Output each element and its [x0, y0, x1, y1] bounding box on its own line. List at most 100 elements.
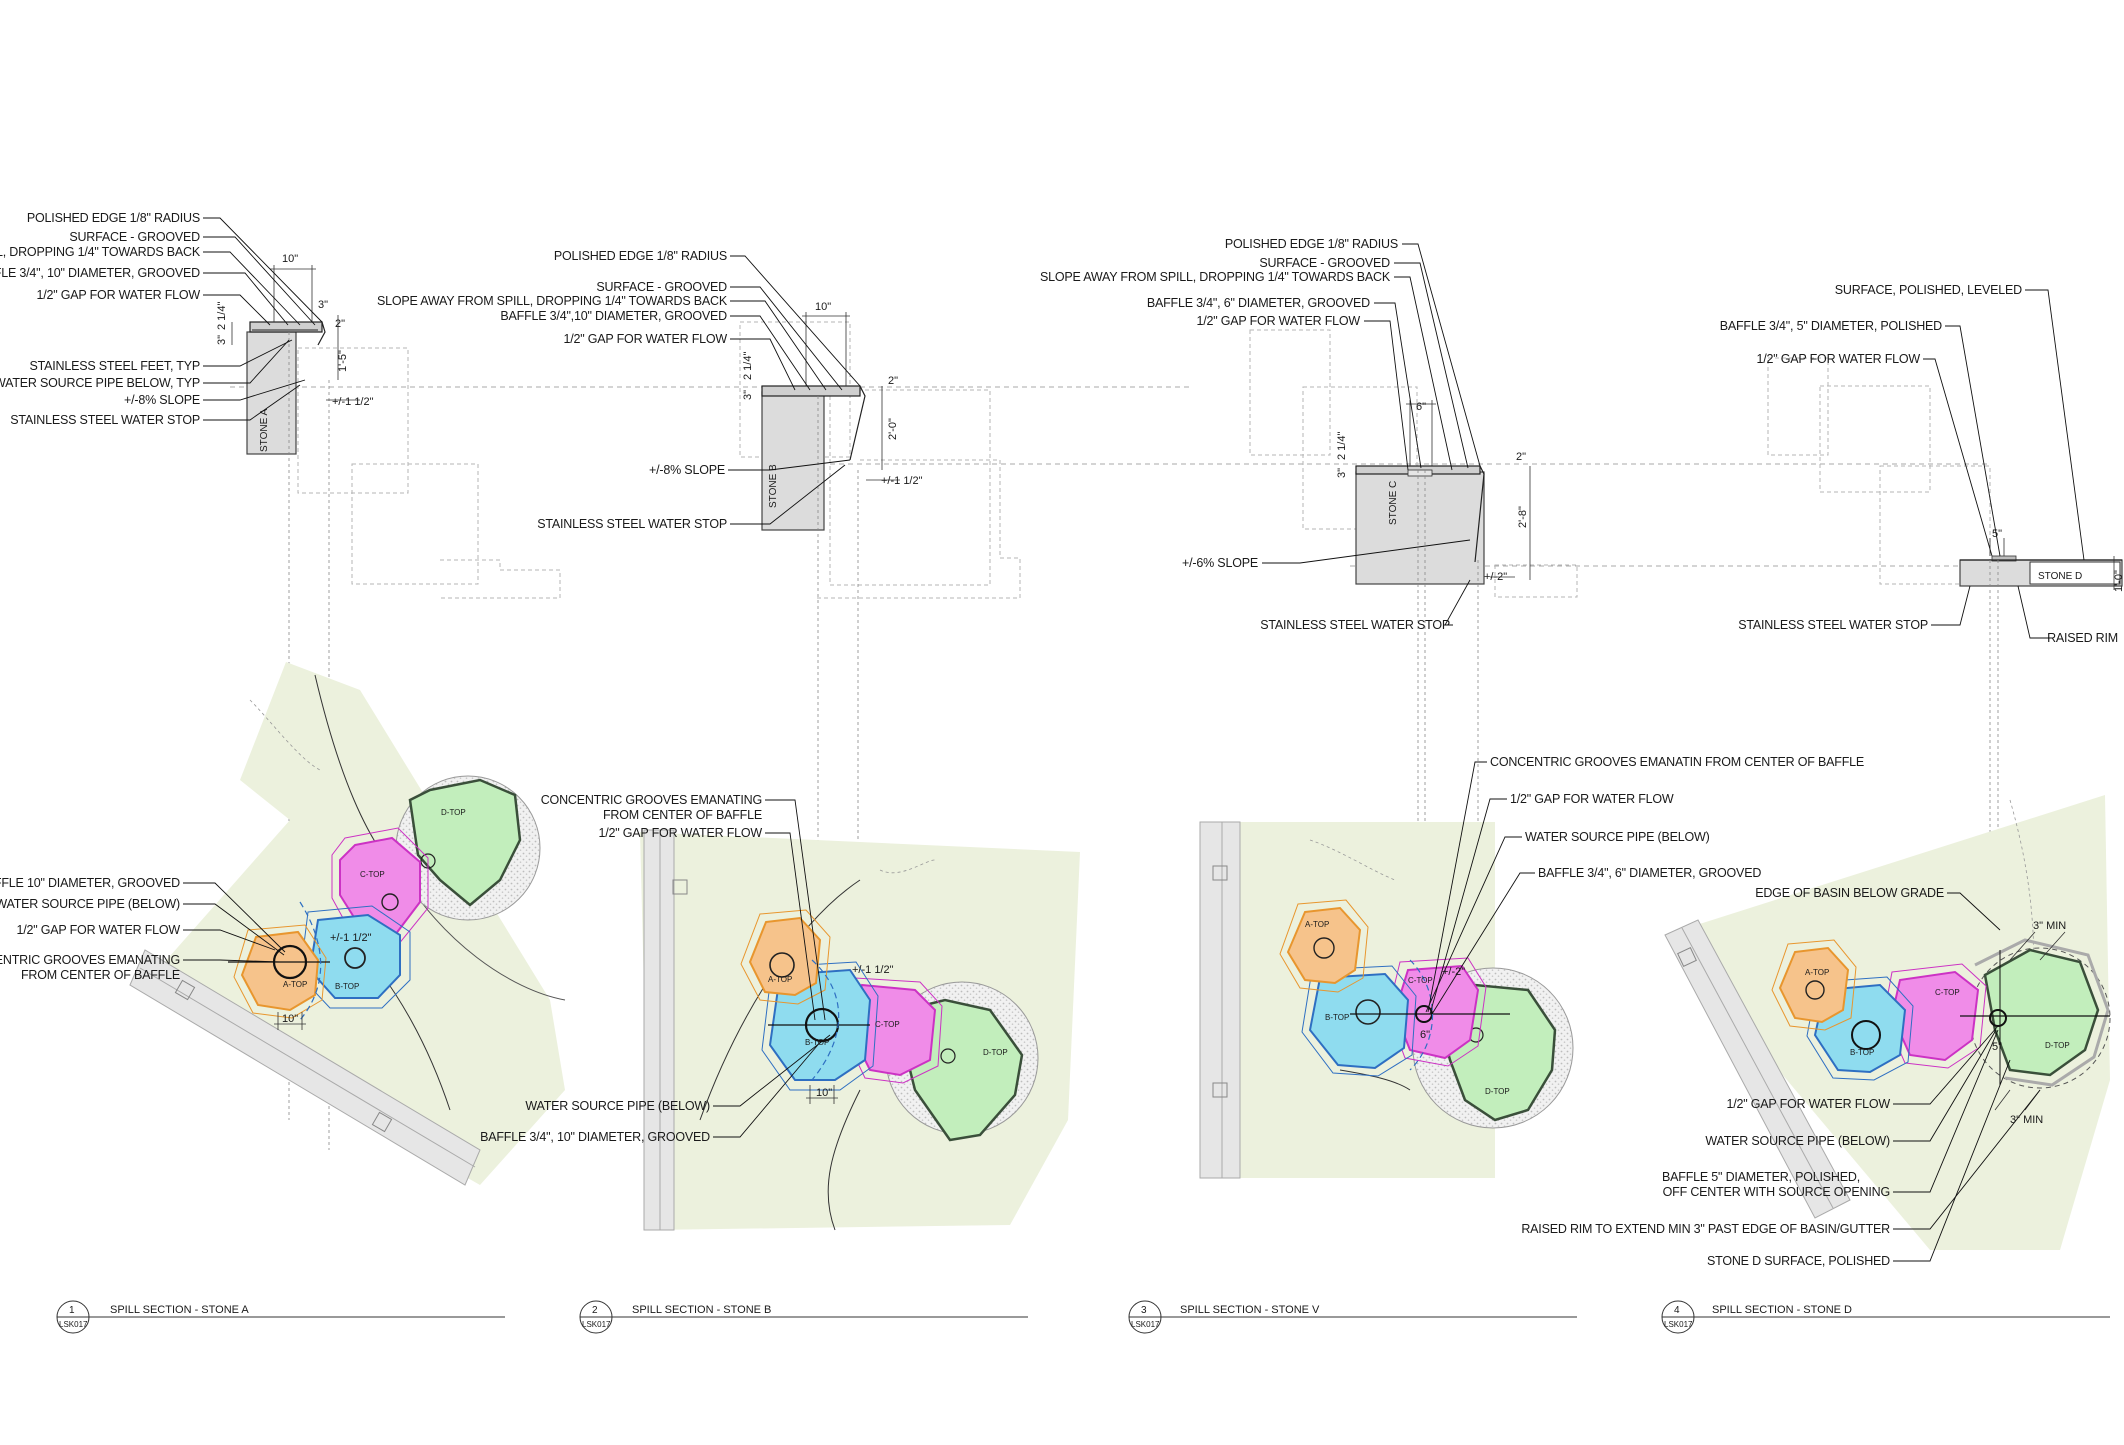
dim-text: 3": [742, 390, 754, 400]
top-label: D-TOP: [983, 1048, 1008, 1057]
callout-text: 1/2" GAP FOR WATER FLOW: [563, 332, 727, 346]
top-label: C-TOP: [1935, 988, 1960, 997]
top-label: D-TOP: [441, 808, 466, 817]
top-label: A-TOP: [1805, 968, 1829, 977]
plan-2: D-TOP C-TOP B-TOP A-TOP +/-1 1/2" 10" CO…: [480, 793, 1080, 1231]
callout-text: BAFFLE 3/4", 6" DIAMETER, GROOVED: [1147, 296, 1370, 310]
plan-4: D-TOP C-TOP B-TOP A-TOP 3" MIN 5" 3" MIN…: [1521, 795, 2111, 1268]
callout-text: STONE D SURFACE, POLISHED: [1707, 1254, 1890, 1268]
callout-text: +/-8% SLOPE: [124, 393, 200, 407]
title-block-3: 3 LSK017 SPILL SECTION - STONE V: [1128, 1300, 1577, 1334]
callout-text: SURFACE - GROOVED: [69, 230, 200, 244]
top-label: C-TOP: [1408, 976, 1433, 985]
callout-text: 1/2" GAP FOR WATER FLOW: [1510, 792, 1674, 806]
detail-number: 3: [1141, 1305, 1147, 1316]
top-label: B-TOP: [1850, 1048, 1874, 1057]
dim-text: 2": [335, 318, 345, 330]
callout-text: WATER SOURCE PIPE BELOW, TYP: [0, 376, 200, 390]
top-label: A-TOP: [768, 975, 792, 984]
top-label: B-TOP: [1325, 1013, 1349, 1022]
sheet-reference: LSK017: [1131, 1320, 1160, 1329]
leader-lines: [203, 217, 323, 421]
callout-text: WATER SOURCE PIPE (BELOW): [0, 897, 180, 911]
callout-text: OFF CENTER WITH SOURCE OPENING: [1663, 1185, 1890, 1199]
dim-text: 3" MIN: [2010, 1114, 2043, 1126]
callout-text: BAFFLE 3/4", 5" DIAMETER, POLISHED: [1720, 319, 1942, 333]
sheet-reference: LSK017: [582, 1320, 611, 1329]
callout-text: FROM CENTER OF BAFFLE: [603, 808, 762, 822]
callout-text: FROM CENTER OF BAFFLE: [21, 968, 180, 982]
stone-b-label: STONE B: [768, 464, 779, 508]
section-2: STONE B 10" 2 1/4" 3" 2" 2'-0" +/-1 1/2"…: [377, 249, 1021, 1120]
dim-text: 10": [815, 301, 831, 313]
callout-text: POLISHED EDGE 1/8" RADIUS: [27, 211, 200, 225]
callout-text: BAFFLE 3/4",10" DIAMETER, GROOVED: [500, 309, 727, 323]
callout-text: CONCENTRIC GROOVES EMANATIN FROM CENTER …: [1490, 755, 1864, 769]
dim-text: 10": [282, 1013, 298, 1025]
callout-text: 1/2" GAP FOR WATER FLOW: [598, 826, 762, 840]
top-label: B-TOP: [805, 1038, 829, 1047]
dim-text: 6": [1420, 1029, 1430, 1041]
callout-text: POLISHED EDGE 1/8" RADIUS: [1225, 237, 1398, 251]
detail-title: SPILL SECTION - STONE A: [110, 1304, 249, 1316]
dim-text: 2 1/4": [742, 352, 754, 380]
dim-text: 2": [888, 375, 898, 387]
callout-text: POLISHED EDGE 1/8" RADIUS: [554, 249, 727, 263]
callout-text: WATER SOURCE PIPE (BELOW): [1525, 830, 1710, 844]
top-label: A-TOP: [1305, 920, 1329, 929]
dim-text: 3": [318, 299, 328, 311]
callout-text: 1/2" GAP FOR WATER FLOW: [1196, 314, 1360, 328]
dim-text: 1'-0": [2113, 570, 2124, 592]
dim-text: 5": [1992, 528, 2002, 540]
dim-text: +/-1 1/2": [881, 475, 923, 487]
plan-3: D-TOP C-TOP B-TOP A-TOP +/-2" 6" CONCENT…: [1199, 755, 1864, 1179]
dim-text: 2": [1516, 451, 1526, 463]
callout-text: BAFFLE 5" DIAMETER, POLISHED,: [1662, 1170, 1860, 1184]
top-label: D-TOP: [1485, 1087, 1510, 1096]
dim-text: +/-2": [1442, 966, 1465, 978]
dim-text: +/-1 1/2": [332, 396, 374, 408]
callout-text: 1/2" GAP FOR WATER FLOW: [1726, 1097, 1890, 1111]
section-3: STONE C 6" 2 1/4" 3" 2" 2'-8" +/-2" POLI…: [1040, 237, 1578, 1140]
callout-text: 1/2" GAP FOR WATER FLOW: [16, 923, 180, 937]
callout-text: EDGE OF BASIN BELOW GRADE: [1755, 886, 1944, 900]
callout-text: STAINLESS STEEL WATER STOP: [10, 413, 200, 427]
dim-text: 3": [1336, 468, 1348, 478]
stone-a-label: STONE A: [259, 409, 270, 452]
top-label: D-TOP: [2045, 1041, 2070, 1050]
callout-text: CENTRIC GROOVES EMANATING: [0, 953, 180, 967]
callout-text: STAINLESS STEEL WATER STOP: [1738, 618, 1928, 632]
stone-d-label: STONE D: [2038, 571, 2082, 582]
callout-text: SLOPE AWAY FROM SPILL, DROPPING 1/4" TOW…: [1040, 270, 1391, 284]
dim-text: 2 1/4": [216, 302, 228, 330]
sheet-reference: LSK017: [59, 1320, 88, 1329]
callout-text: SLOPE AWAY FROM SPILL, DROPPING 1/4" TOW…: [377, 294, 728, 308]
callout-text: SURFACE, POLISHED, LEVELED: [1835, 283, 2022, 297]
title-block-4: 4 LSK017 SPILL SECTION - STONE D: [1661, 1300, 2110, 1334]
dim-text: +/-2": [1484, 571, 1507, 583]
dim-text: 10": [282, 253, 298, 265]
top-label: A-TOP: [283, 980, 307, 989]
callout-text: +/-8% SLOPE: [649, 463, 725, 477]
callout-text: +/-6% SLOPE: [1182, 556, 1258, 570]
sheet-reference: LSK017: [1664, 1320, 1693, 1329]
callout-text: AFFLE 10" DIAMETER, GROOVED: [0, 876, 180, 890]
callout-text: RAISED RIM: [2047, 631, 2118, 645]
detail-number: 2: [592, 1305, 598, 1316]
callout-text: LL, DROPPING 1/4" TOWARDS BACK: [0, 245, 201, 259]
dim-text: 3": [216, 335, 228, 345]
detail-title: SPILL SECTION - STONE D: [1712, 1304, 1852, 1316]
dim-text: 10": [816, 1087, 832, 1099]
dim-text: 6": [1416, 401, 1426, 413]
detail-title: SPILL SECTION - STONE V: [1180, 1304, 1320, 1316]
top-label: B-TOP: [335, 982, 359, 991]
detail-title: SPILL SECTION - STONE B: [632, 1304, 771, 1316]
callout-text: SURFACE - GROOVED: [1259, 256, 1390, 270]
callout-text: 1/2" GAP FOR WATER FLOW: [1756, 352, 1920, 366]
dim-text: 3" MIN: [2033, 920, 2066, 932]
callout-text: STAINLESS STEEL FEET, TYP: [29, 359, 200, 373]
callout-text: RAISED RIM TO EXTEND MIN 3" PAST EDGE OF…: [1521, 1222, 1890, 1236]
dim-text: 2 1/4": [1336, 432, 1348, 460]
plan-1: D-TOP C-TOP B-TOP A-TOP +/-1 1/2" 10" AF…: [0, 662, 566, 1186]
